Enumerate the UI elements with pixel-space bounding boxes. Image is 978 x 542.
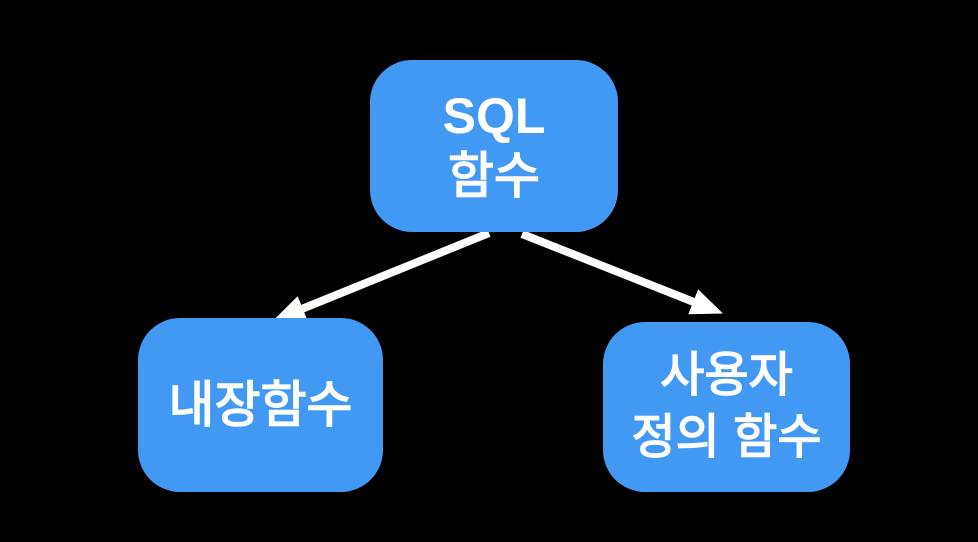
edge-sql-to-udf-arrow: [520, 230, 723, 315]
node-sql-function-line-2: 함수: [448, 148, 540, 204]
node-sql-function-line-1: SQL: [442, 88, 546, 144]
node-sql-function: SQL 함수: [370, 60, 618, 232]
edge-sql-to-builtin-arrow: [273, 229, 491, 322]
node-built-in-function: 내장함수: [138, 318, 383, 492]
node-built-in-function-line-1: 내장함수: [168, 377, 353, 433]
node-user-defined-function: 사용자 정의 함수: [603, 322, 850, 492]
node-user-defined-function-line-2: 정의 함수: [631, 411, 822, 464]
node-user-defined-function-line-1: 사용자: [660, 349, 793, 402]
